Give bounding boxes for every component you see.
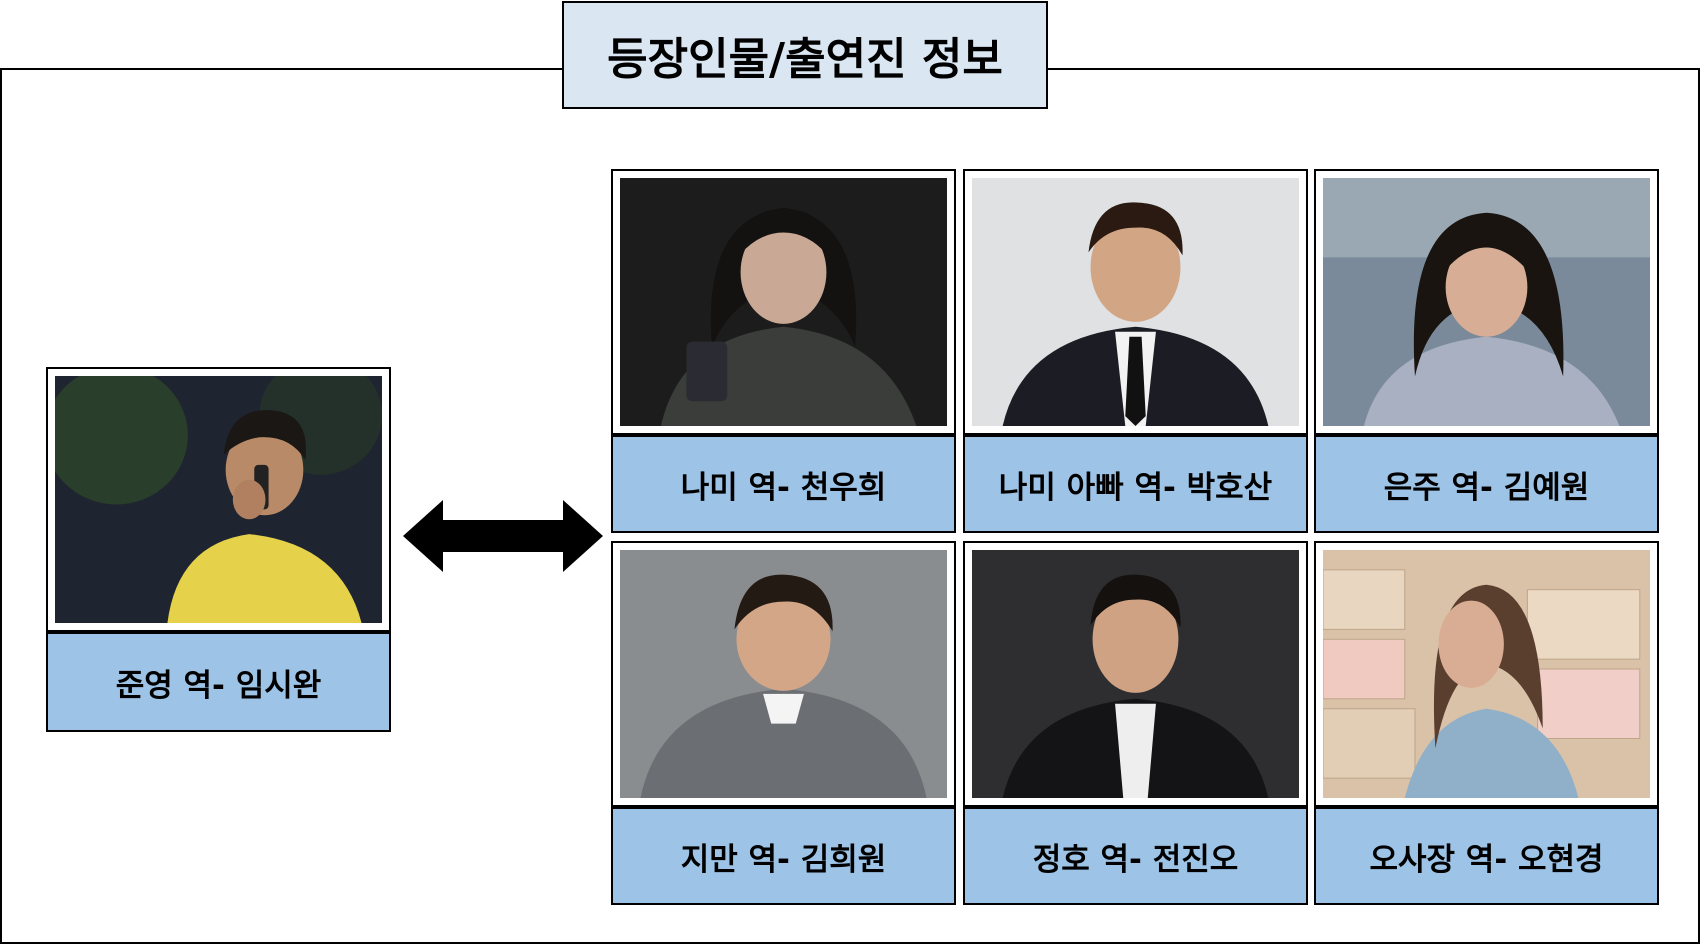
cast-photo-eunju (1314, 169, 1659, 435)
cast-card-nami-father: 나미 아빠 역- 박호산 (963, 169, 1308, 533)
cast-photo-jeongho (963, 541, 1308, 807)
cast-label-nami: 나미 역- 천우희 (611, 435, 956, 533)
cast-label-jeongho: 정호 역- 전진오 (963, 807, 1308, 905)
cast-card-osajang: 오사장 역- 오현경 (1314, 541, 1659, 905)
cast-photo-jiman (611, 541, 956, 807)
cast-card-eunju: 은주 역- 김예원 (1314, 169, 1659, 533)
cast-photo-nami-father (963, 169, 1308, 435)
double-arrow-icon (403, 500, 603, 572)
cast-label-nami-father: 나미 아빠 역- 박호산 (963, 435, 1308, 533)
main-character-label: 준영 역- 임시완 (46, 632, 391, 732)
cast-photo-nami (611, 169, 956, 435)
main-character-photo (46, 367, 391, 632)
cast-label-osajang: 오사장 역- 오현경 (1314, 807, 1659, 905)
cast-card-nami: 나미 역- 천우희 (611, 169, 956, 533)
cast-label-jiman: 지만 역- 김희원 (611, 807, 956, 905)
cast-card-jeongho: 정호 역- 전진오 (963, 541, 1308, 905)
diagram-title: 등장인물/출연진 정보 (562, 1, 1048, 109)
main-character-card: 준영 역- 임시완 (46, 367, 391, 732)
cast-photo-osajang (1314, 541, 1659, 807)
cast-card-jiman: 지만 역- 김희원 (611, 541, 956, 905)
cast-label-eunju: 은주 역- 김예원 (1314, 435, 1659, 533)
